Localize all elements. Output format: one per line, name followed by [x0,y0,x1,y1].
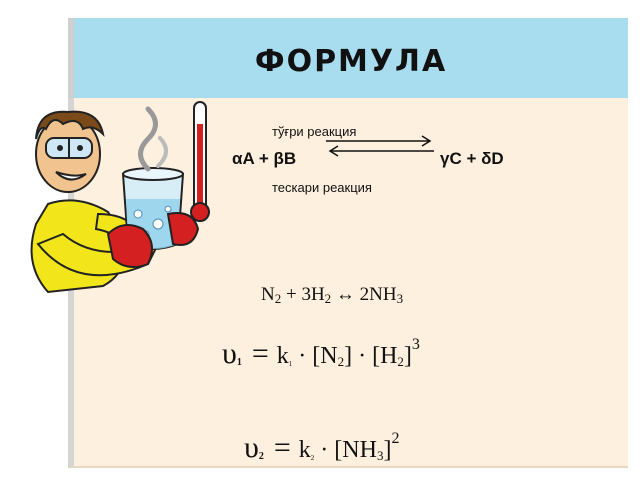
rate-symbol-1-sub: 1 [236,357,242,368]
rate-constant-1: k [276,343,289,369]
equilibrium-arrows-icon [326,135,434,157]
rate1-power: 3 [411,336,420,353]
rate-symbol-2-sub: 2 [258,451,264,462]
scientist-illustration [30,101,210,294]
reverse-reaction-label: тескари реакция [272,180,372,195]
rate2-power: 2 [391,430,400,447]
title-bar: ФОРМУЛА [68,18,628,98]
ammonia-equation: N2 + 3H2 ↔ 2NH3 [261,284,403,307]
rate2-nh: · [NH [314,437,377,463]
rate2-nh-sub: 3 [376,448,384,463]
eq-nh-sub: 3 [396,291,404,306]
eq-h-sub: 2 [324,291,332,306]
eq-h: + 3H [281,284,325,305]
eq-n: N [261,284,275,305]
products: γC + δD [440,149,504,168]
rate1-n: · [N [292,343,338,369]
rate-equation-2: υ2=k2 · [NH3]2 [244,430,399,465]
rate-constant-2-sub: 2 [310,454,315,462]
steam-icon [138,106,158,172]
rate-constant-2: k [298,437,311,463]
rate-symbol-2: υ [244,431,259,464]
hair [35,110,105,140]
rate-equation-1: υ1=k1 · [N2] · [H2]3 [222,336,420,371]
reactants: αA + βB [232,149,297,168]
left-glove-icon [106,224,153,269]
right-glove-icon [166,212,200,246]
equals-sign-1: = [251,337,269,370]
rate1-bracket: ] [403,343,412,369]
forward-reaction-label: тўғри реакция [272,124,357,139]
rate2-bracket: ] [383,437,392,463]
rate1-h-sub: 2 [397,354,404,369]
eq-nh: ↔ 2NH [331,284,397,305]
rate-constant-1-sub: 1 [288,360,293,368]
rate1-h: ] · [H [344,343,398,369]
equals-sign-2: = [273,431,291,464]
eq-n-sub: 2 [274,291,282,306]
rate1-n-sub: 2 [337,354,345,369]
rate-symbol-1: υ [222,337,237,370]
slide-title: ФОРМУЛА [254,44,448,79]
